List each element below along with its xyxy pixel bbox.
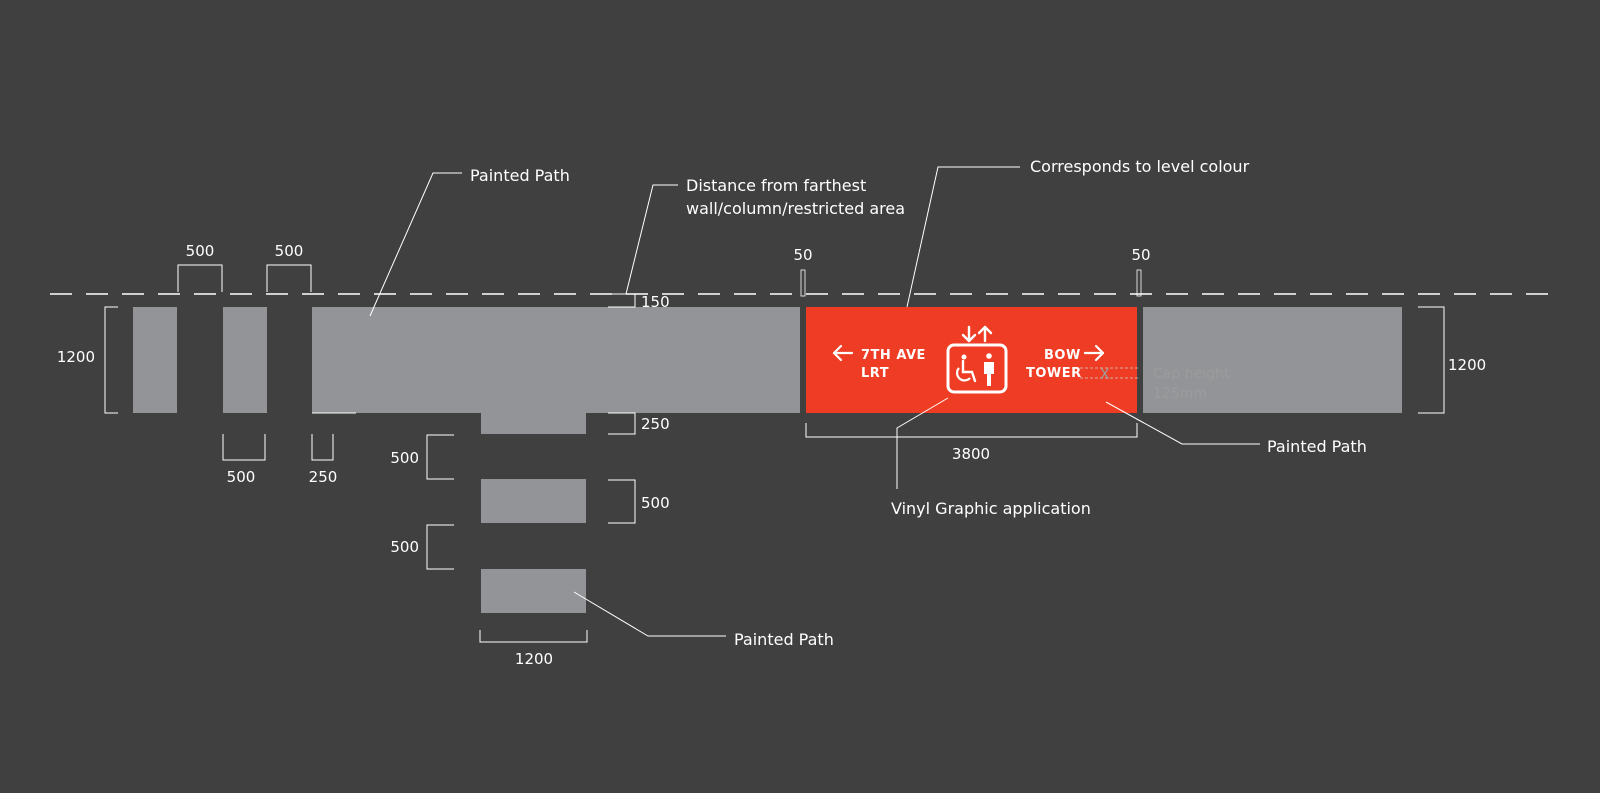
callout-painted-path-right: Painted Path (1105, 401, 1367, 456)
cap-height-marker: X (1100, 367, 1110, 383)
dimension-offset-250: 250 (608, 412, 670, 435)
accessible-elevator-icon (946, 325, 1008, 394)
svg-text:1200: 1200 (1448, 356, 1486, 374)
painted-path-right (1143, 307, 1402, 413)
dimension-gap-a: 500 (177, 242, 223, 292)
sign-right-line2: TOWER (1026, 366, 1082, 381)
dimension-margin-left: 50 (793, 246, 813, 297)
dimension-offset-150: 150 (608, 293, 670, 311)
callout-painted-path-top: Painted Path (369, 166, 570, 317)
painted-path-tab (481, 413, 586, 434)
cap-height-label: Cap height (1153, 366, 1230, 382)
painted-path-stack-1 (481, 479, 586, 523)
sign-left-line1: 7TH AVE (861, 348, 926, 363)
cap-height-value: 125mm (1153, 386, 1207, 402)
svg-text:Distance from farthest: Distance from farthest (686, 176, 866, 195)
callout-level-colour: Corresponds to level colour (906, 157, 1250, 308)
dimension-bottom-500: 500 (222, 434, 266, 486)
svg-text:50: 50 (1131, 246, 1150, 264)
painted-path-block-2 (223, 307, 267, 413)
dimension-stack-gap-1: 500 (390, 434, 454, 480)
painted-path-block-1 (133, 307, 177, 413)
svg-text:250: 250 (641, 415, 670, 433)
svg-text:Painted Path: Painted Path (734, 630, 834, 649)
dimension-margin-right: 50 (1131, 246, 1151, 297)
svg-text:500: 500 (390, 449, 419, 467)
svg-text:Corresponds to level colour: Corresponds to level colour (1030, 157, 1250, 176)
painted-path-main (312, 307, 800, 413)
svg-text:500: 500 (227, 468, 256, 486)
dimension-stack-gap-2: 500 (390, 524, 454, 570)
dimension-stack-height: 500 (608, 479, 670, 524)
dimension-height-right: 1200 (1418, 306, 1486, 414)
svg-text:150: 150 (641, 293, 670, 311)
svg-text:50: 50 (793, 246, 812, 264)
sign-right-line1: BOW (1044, 348, 1081, 363)
cap-height-guides (1080, 367, 1140, 379)
svg-text:500: 500 (390, 538, 419, 556)
dimension-sign-width: 3800 (805, 423, 1138, 463)
arrow-left-icon (832, 344, 854, 362)
dimension-stack-width: 1200 (479, 630, 588, 668)
arrow-right-icon (1083, 344, 1105, 362)
svg-text:250: 250 (309, 468, 338, 486)
svg-text:Painted Path: Painted Path (470, 166, 570, 185)
svg-text:wall/column/restricted area: wall/column/restricted area (686, 199, 905, 218)
painted-path-stack-2 (481, 569, 586, 613)
svg-text:500: 500 (186, 242, 215, 260)
vinyl-sign-panel (806, 307, 1137, 413)
dimension-gap-b: 500 (266, 242, 312, 292)
svg-text:1200: 1200 (515, 650, 553, 668)
callout-distance: Distance from farthest wall/column/restr… (625, 176, 905, 295)
svg-text:500: 500 (275, 242, 304, 260)
svg-text:500: 500 (641, 494, 670, 512)
svg-text:Vinyl Graphic application: Vinyl Graphic application (891, 499, 1091, 518)
dimension-height-left: 1200 (57, 306, 118, 414)
svg-text:1200: 1200 (57, 348, 95, 366)
dimension-bottom-250: 250 (309, 434, 338, 486)
svg-text:3800: 3800 (952, 445, 990, 463)
sign-left-line2: LRT (861, 366, 889, 381)
svg-text:Painted Path: Painted Path (1267, 437, 1367, 456)
callout-vinyl: Vinyl Graphic application (891, 397, 1091, 518)
callout-painted-path-bottom: Painted Path (573, 591, 834, 649)
